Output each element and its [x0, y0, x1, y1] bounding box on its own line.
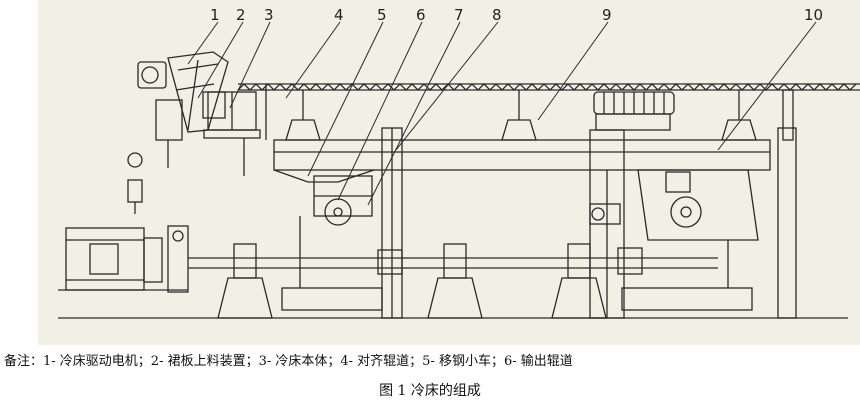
callout-leaders — [187, 21, 817, 206]
output-roller-drive — [589, 169, 759, 241]
feeder-support-frame — [203, 84, 267, 176]
alignment-roller-unit — [593, 91, 675, 131]
callout-2: 2 — [236, 6, 246, 24]
callout-10: 10 — [804, 6, 823, 24]
callout-8: 8 — [492, 6, 502, 24]
callout-5: 5 — [377, 6, 387, 24]
callout-4: 4 — [334, 6, 344, 24]
frame-support-brackets — [285, 90, 757, 141]
cooling-bed-drawing: 1 2 3 4 5 6 7 8 9 10 — [38, 0, 860, 345]
callout-labels: 1 2 3 4 5 6 7 8 9 10 — [210, 6, 823, 24]
callout-6: 6 — [416, 6, 426, 24]
main-drive-motor — [58, 225, 189, 293]
drive-shaft — [188, 257, 718, 269]
apron-feeder — [167, 51, 229, 133]
callout-9: 9 — [602, 6, 612, 24]
legend-note: 备注：1- 冷床驱动电机；2- 裙板上料装置；3- 冷床本体；4- 对齐辊道；5… — [4, 354, 573, 369]
alignment-roller-rail — [237, 83, 860, 91]
drive-motor-unit — [127, 61, 183, 214]
bearing-pedestals — [217, 243, 643, 319]
callout-3: 3 — [264, 6, 274, 24]
callout-7: 7 — [454, 6, 464, 24]
callout-1: 1 — [210, 6, 220, 24]
drawing-background — [38, 0, 860, 345]
lower-base-frames — [281, 216, 753, 311]
figure-caption: 图 1 冷床的组成 — [379, 383, 481, 399]
